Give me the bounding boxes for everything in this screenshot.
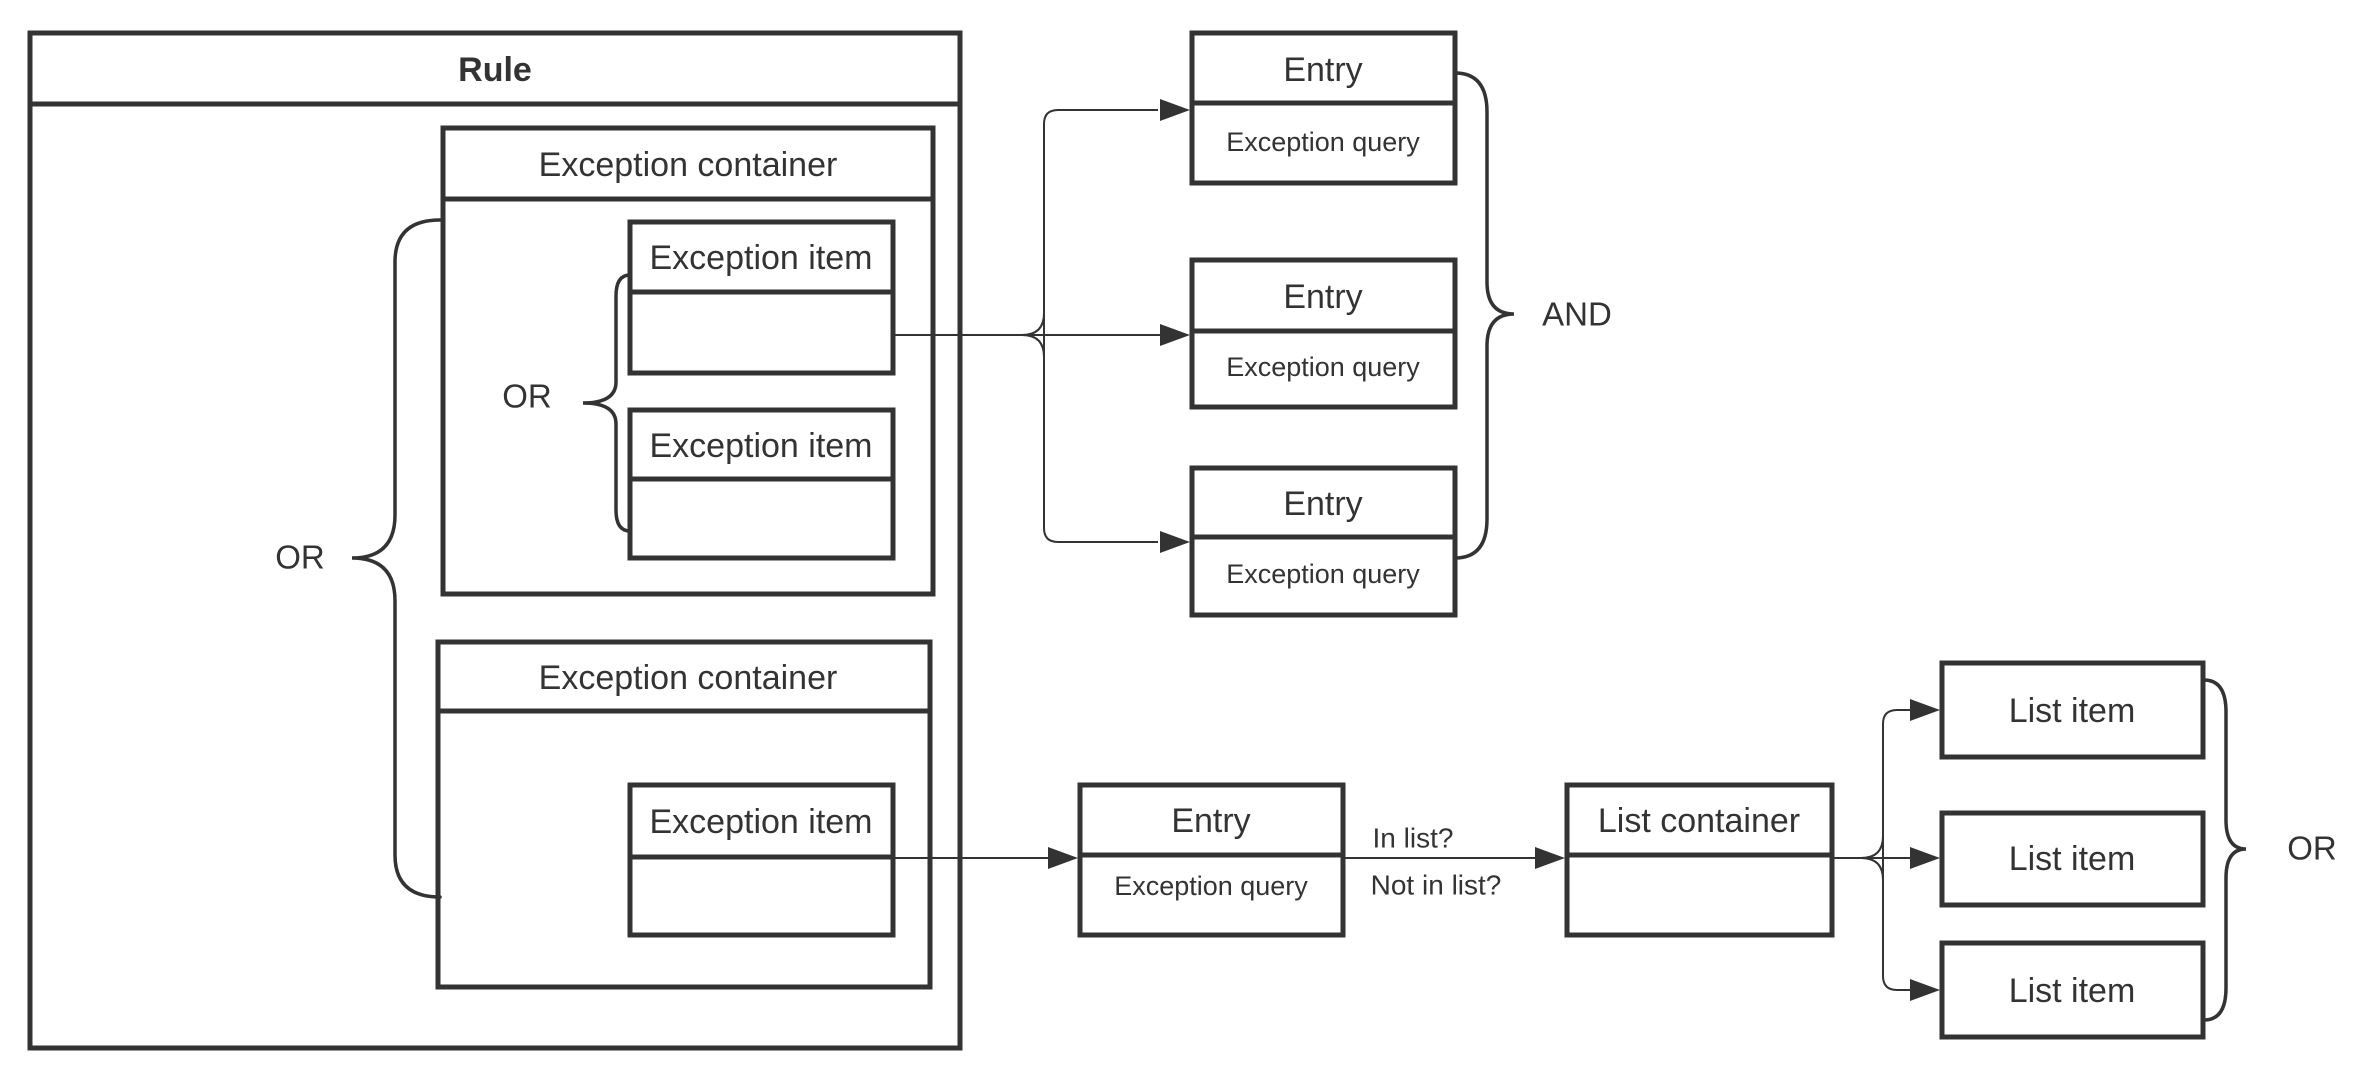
arrowhead-list-item-3	[1910, 979, 1940, 1001]
entry-1-border	[1189, 30, 1458, 186]
entry-4-border	[1077, 782, 1346, 938]
exception-container-2-title: Exception container	[539, 659, 838, 697]
connector-entry4-to-listcontainer	[1343, 847, 1565, 869]
and-label: AND	[1542, 296, 1612, 333]
or-brace-inner	[582, 273, 632, 533]
entry-1-query: Exception query	[1226, 127, 1420, 157]
exception-item-2-title: Exception item	[650, 427, 873, 465]
exception-item-3-border	[627, 782, 896, 938]
arrowhead-list-container	[1535, 847, 1565, 869]
connector-item1-to-entries	[893, 99, 1190, 553]
arrowhead-entry-4	[1048, 847, 1078, 869]
or-brace-outer	[351, 218, 442, 899]
list-item-2	[1939, 810, 2206, 908]
or-brace-list	[2202, 678, 2247, 1022]
connector-trunk-listitems	[1882, 709, 1910, 991]
entry-2	[1189, 257, 1458, 410]
connector-item3-to-entry4	[893, 847, 1078, 869]
exception-item-1	[627, 219, 896, 376]
list-item-3-label: List item	[2009, 972, 2136, 1010]
exception-item-2	[627, 407, 896, 561]
entry-3-query: Exception query	[1226, 559, 1420, 589]
and-brace	[1453, 71, 1515, 560]
exception-item-1-title: Exception item	[650, 239, 873, 277]
entry-3	[1189, 465, 1458, 618]
entry-1	[1189, 30, 1458, 186]
entry-4-title: Entry	[1171, 802, 1250, 840]
entry-2-query: Exception query	[1226, 352, 1420, 382]
list-item-1	[1939, 660, 2206, 760]
exception-container-1-title: Exception container	[539, 146, 838, 184]
entry-2-title: Entry	[1283, 278, 1362, 316]
arrowhead-list-item-1	[1910, 699, 1940, 721]
entry-1-title: Entry	[1283, 51, 1362, 89]
entry-3-border	[1189, 465, 1458, 618]
connector-junction-fillets-right	[1860, 835, 1884, 881]
or-label-list: OR	[2287, 830, 2337, 867]
arrowhead-entry-2	[1160, 324, 1190, 346]
edge-label-not-in-list: Not in list?	[1371, 870, 1502, 901]
connector-listcontainer-to-listitems	[1832, 699, 1940, 1001]
arrowhead-list-item-2	[1910, 847, 1940, 869]
arrowhead-entry-1	[1160, 99, 1190, 121]
exception-item-2-border	[627, 407, 896, 561]
edge-label-in-list: In list?	[1373, 823, 1454, 854]
list-item-2-label: List item	[2009, 840, 2136, 878]
entry-3-title: Entry	[1283, 485, 1362, 523]
connector-junction-fillets-left	[1021, 312, 1045, 358]
exception-item-1-border	[627, 219, 896, 376]
exception-item-3-title: Exception item	[650, 803, 873, 841]
list-container	[1564, 782, 1835, 938]
entry-4-query: Exception query	[1114, 871, 1308, 901]
arrowhead-entry-3	[1160, 531, 1190, 553]
list-container-border	[1564, 782, 1835, 938]
list-item-3	[1939, 940, 2206, 1040]
or-label-inner: OR	[502, 378, 552, 415]
connector-trunk-entries	[1043, 109, 1158, 543]
list-item-1-label: List item	[2009, 692, 2136, 730]
exception-item-3	[627, 782, 896, 938]
list-container-title: List container	[1598, 802, 1800, 840]
rule-title: Rule	[458, 51, 532, 89]
entry-4	[1077, 782, 1346, 938]
or-label-outer: OR	[275, 539, 325, 576]
